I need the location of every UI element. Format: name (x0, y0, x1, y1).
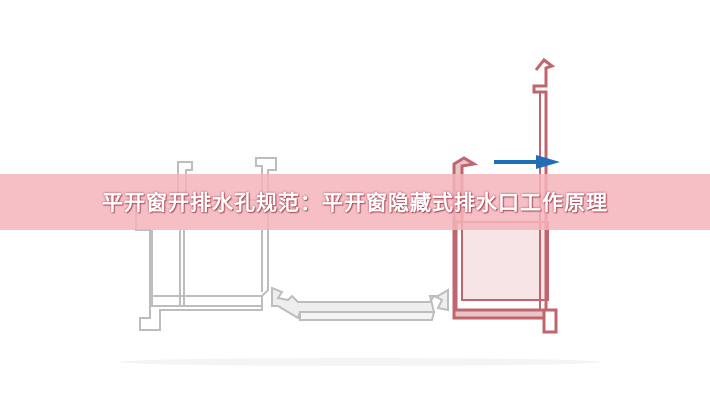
page-title: 平开窗开排水孔规范：平开窗隐藏式排水口工作原理 (102, 191, 608, 215)
flow-arrow-icon (494, 155, 560, 169)
title-banner: 平开窗开排水孔规范：平开窗隐藏式排水口工作原理 (0, 174, 710, 230)
shadow (120, 358, 600, 366)
drainage-channel (271, 286, 449, 321)
